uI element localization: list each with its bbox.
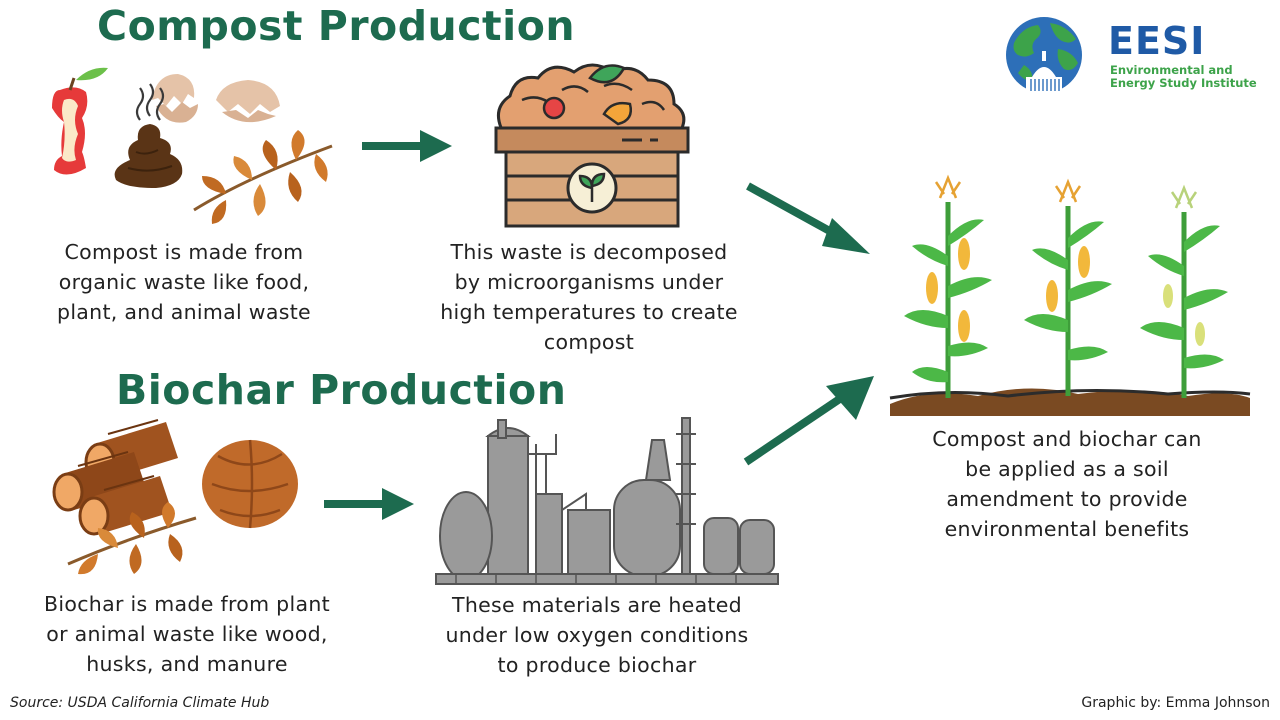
pyrolysis-plant-illustration [435, 417, 779, 585]
compost-production-title: Compost Production [97, 2, 576, 50]
biochar-caption-1: Biochar is made from plant or animal was… [44, 592, 330, 676]
compost-caption-2: This waste is decomposed by microorganis… [440, 240, 738, 354]
compost-caption-1: Compost is made from organic waste like … [57, 240, 311, 324]
wood-logs-icon [52, 419, 178, 536]
walnut-husk-icon [202, 439, 298, 529]
biochar-caption-2: These materials are heated under low oxy… [445, 593, 749, 677]
biochar-production-title: Biochar Production [116, 366, 567, 414]
arrow-up-right-icon [743, 376, 874, 466]
corn-plant-icon [1140, 184, 1228, 398]
manure-icon [114, 83, 183, 188]
source-credit: Source: USDA California Climate Hub [10, 695, 270, 711]
corn-field-illustration [889, 174, 1251, 416]
compost-crate-illustration [494, 63, 690, 228]
graphic-credit: Graphic by: Emma Johnson [1081, 695, 1270, 711]
plant-waste-illustration [52, 419, 298, 575]
corn-plant-icon [904, 174, 992, 398]
corn-plant-icon [1024, 178, 1112, 396]
arrow-down-right-icon [746, 182, 870, 254]
eesi-abbreviation: EESI [1108, 19, 1206, 63]
arrow-right-icon [324, 488, 414, 520]
eggshells-icon [152, 74, 280, 123]
apple-core-icon [52, 67, 108, 175]
dry-leaves-icon [193, 130, 333, 224]
result-caption: Compost and biochar can be applied as a … [932, 427, 1202, 541]
organic-waste-illustration [52, 67, 333, 224]
eesi-full-name: Environmental and Energy Study Institute [1110, 63, 1257, 90]
arrow-right-icon [362, 130, 452, 162]
globe-capitol-icon [1006, 17, 1082, 93]
eesi-logo: EESI Environmental and Energy Study Inst… [1004, 15, 1274, 97]
dry-leaves-icon [67, 502, 197, 575]
